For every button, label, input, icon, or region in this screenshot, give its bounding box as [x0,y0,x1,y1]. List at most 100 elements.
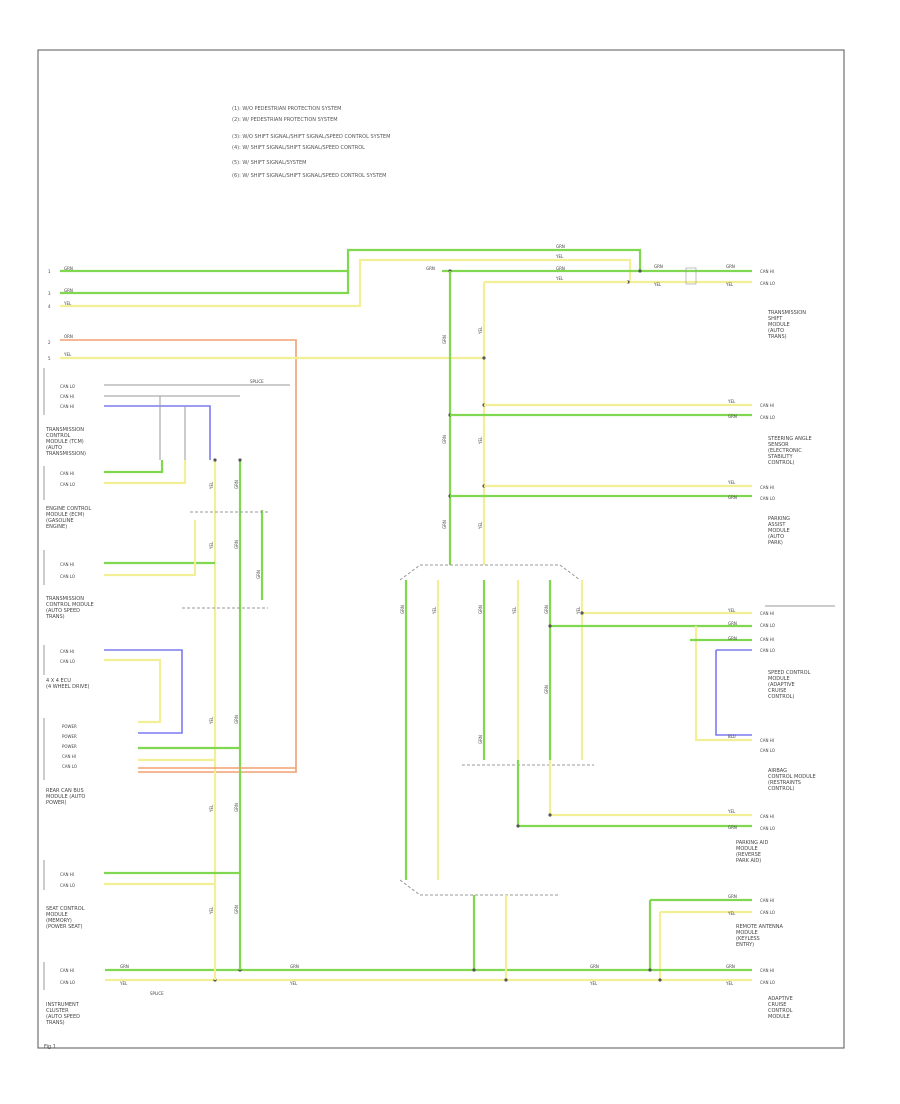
left-module-2: CAN HI CAN LO ENGINE CONTROL MODULE (ECM… [43,460,187,530]
svg-text:CAN HI: CAN HI [60,471,74,476]
svg-text:GRN: GRN [442,335,447,344]
svg-text:GRN: GRN [654,264,663,269]
right-blue-loop: YEL GRN GRN BLU [690,608,752,742]
svg-text:2: 2 [48,340,51,345]
bottom-bus: GRN YEL GRN YEL GRN YEL GRN YEL [105,895,752,986]
svg-text:GRN: GRN [478,605,483,614]
right-module-5: CAN HI CAN LO AIRBAG CONTROL MODULE (RES… [760,738,816,792]
svg-text:YEL: YEL [725,282,734,287]
note-1: (1): W/O PEDESTRIAN PROTECTION SYSTEM [232,106,341,112]
svg-text:YEL: YEL [727,399,736,404]
svg-text:(ELECTRONIC: (ELECTRONIC [768,448,802,454]
svg-text:CAN LO: CAN LO [760,910,775,915]
svg-text:(KEYLESS: (KEYLESS [736,936,760,942]
svg-text:CAN HI: CAN HI [760,269,774,274]
svg-text:(AUTO: (AUTO [768,534,784,540]
svg-text:SPEED CONTROL: SPEED CONTROL [768,670,811,676]
note-2: (2): W/ PEDESTRIAN PROTECTION SYSTEM [232,117,338,123]
svg-text:(AUTO: (AUTO [768,328,784,334]
svg-text:CAN HI: CAN HI [760,814,774,819]
svg-text:YEL: YEL [209,541,214,550]
svg-text:AIRBAG: AIRBAG [768,768,787,774]
svg-text:CAN HI: CAN HI [60,394,74,399]
svg-text:CONTROL MODULE: CONTROL MODULE [768,774,816,780]
note-3: (3): W/O SHIFT SIGNAL/SHIFT SIGNAL/SPEED… [232,134,390,140]
svg-text:SENSOR: SENSOR [768,442,789,448]
svg-text:1: 1 [48,269,51,274]
svg-text:POWER: POWER [62,724,77,729]
svg-text:CAN HI: CAN HI [760,637,774,642]
right-module-2: CAN HI CAN LO STEERING ANGLE SENSOR (ELE… [760,403,812,466]
svg-text:GRN: GRN [290,964,299,969]
svg-text:PARK): PARK) [768,540,783,546]
svg-text:REAR CAN BUS: REAR CAN BUS [46,788,84,794]
left-markers: 1 3 4 2 5 [48,269,51,361]
svg-text:CAN LO: CAN LO [60,659,75,664]
svg-text:PARKING AID: PARKING AID [736,840,768,846]
svg-text:TRANSMISSION: TRANSMISSION [45,596,84,602]
svg-text:GRN: GRN [234,803,239,812]
svg-text:YEL: YEL [209,481,214,490]
svg-text:YEL: YEL [209,906,214,915]
svg-text:CAN HI: CAN HI [60,968,74,973]
svg-text:GRN: GRN [544,605,549,614]
svg-text:(AUTO: (AUTO [46,445,62,451]
svg-text:YEL: YEL [725,981,734,986]
svg-text:YEL: YEL [727,480,736,485]
svg-text:GRN: GRN [728,894,737,899]
svg-text:TRANSMISSION: TRANSMISSION [45,427,84,433]
svg-text:YEL: YEL [209,804,214,813]
svg-text:GRN: GRN [234,480,239,489]
center-trunk: GRN YEL GRN YEL GRN YEL [442,271,628,565]
svg-text:CAN LO: CAN LO [760,826,775,831]
svg-text:CONTROL): CONTROL) [768,460,794,466]
svg-text:YEL: YEL [576,606,581,615]
svg-text:CAN HI: CAN HI [760,403,774,408]
svg-text:CAN HI: CAN HI [760,738,774,743]
svg-text:BLU: BLU [728,734,736,739]
right-module-1: CAN HI CAN LO TRANSMISSION SHIFT MODULE … [760,269,806,340]
svg-text:CAN LO: CAN LO [760,648,775,653]
svg-text:(GASOLINE: (GASOLINE [46,518,74,524]
svg-text:SPLICE: SPLICE [250,379,264,384]
svg-text:CAN LO: CAN LO [760,980,775,985]
svg-text:CAN HI: CAN HI [60,404,74,409]
svg-text:ASSIST: ASSIST [768,522,786,528]
svg-text:GRN: GRN [256,570,261,579]
svg-text:MODULE: MODULE [768,1014,790,1020]
svg-text:GRN: GRN [120,964,129,969]
svg-text:YEL: YEL [63,301,72,306]
svg-text:GRN: GRN [426,266,435,271]
svg-text:CAN LO: CAN LO [60,384,75,389]
svg-text:GRN: GRN [726,964,735,969]
svg-text:CONTROL MODULE: CONTROL MODULE [46,602,94,608]
svg-text:POWER: POWER [62,744,77,749]
svg-text:YEL: YEL [512,606,517,615]
svg-text:GRN: GRN [544,685,549,694]
svg-text:CAN HI: CAN HI [60,562,74,567]
svg-text:CAN LO: CAN LO [60,482,75,487]
note-5: (5): W/ SHIFT SIGNAL/SYSTEM [232,160,307,166]
svg-text:YEL: YEL [727,608,736,613]
svg-text:CAN LO: CAN LO [760,748,775,753]
svg-text:GRN: GRN [234,715,239,724]
svg-text:CAN LO: CAN LO [760,496,775,501]
right-module-7: CAN HI CAN LO REMOTE ANTENNA MODULE (KEY… [736,898,784,948]
svg-text:GRN: GRN [442,520,447,529]
svg-text:3: 3 [48,291,51,296]
svg-text:CRUISE: CRUISE [768,688,786,694]
svg-text:STEERING ANGLE: STEERING ANGLE [768,436,812,442]
svg-text:MODULE (TCM): MODULE (TCM) [46,439,84,445]
svg-text:GRN: GRN [556,266,565,271]
svg-text:CAN LO: CAN LO [760,415,775,420]
svg-text:POWER: POWER [62,734,77,739]
svg-text:(RESTRAINTS: (RESTRAINTS [768,780,801,786]
svg-text:ORN: ORN [64,334,73,339]
svg-text:GRN: GRN [590,964,599,969]
svg-text:CONTROL): CONTROL) [768,786,794,792]
svg-text:5: 5 [48,356,51,361]
svg-text:POWER): POWER) [46,800,67,806]
svg-text:GRN: GRN [728,636,737,641]
svg-text:CAN HI: CAN HI [760,898,774,903]
